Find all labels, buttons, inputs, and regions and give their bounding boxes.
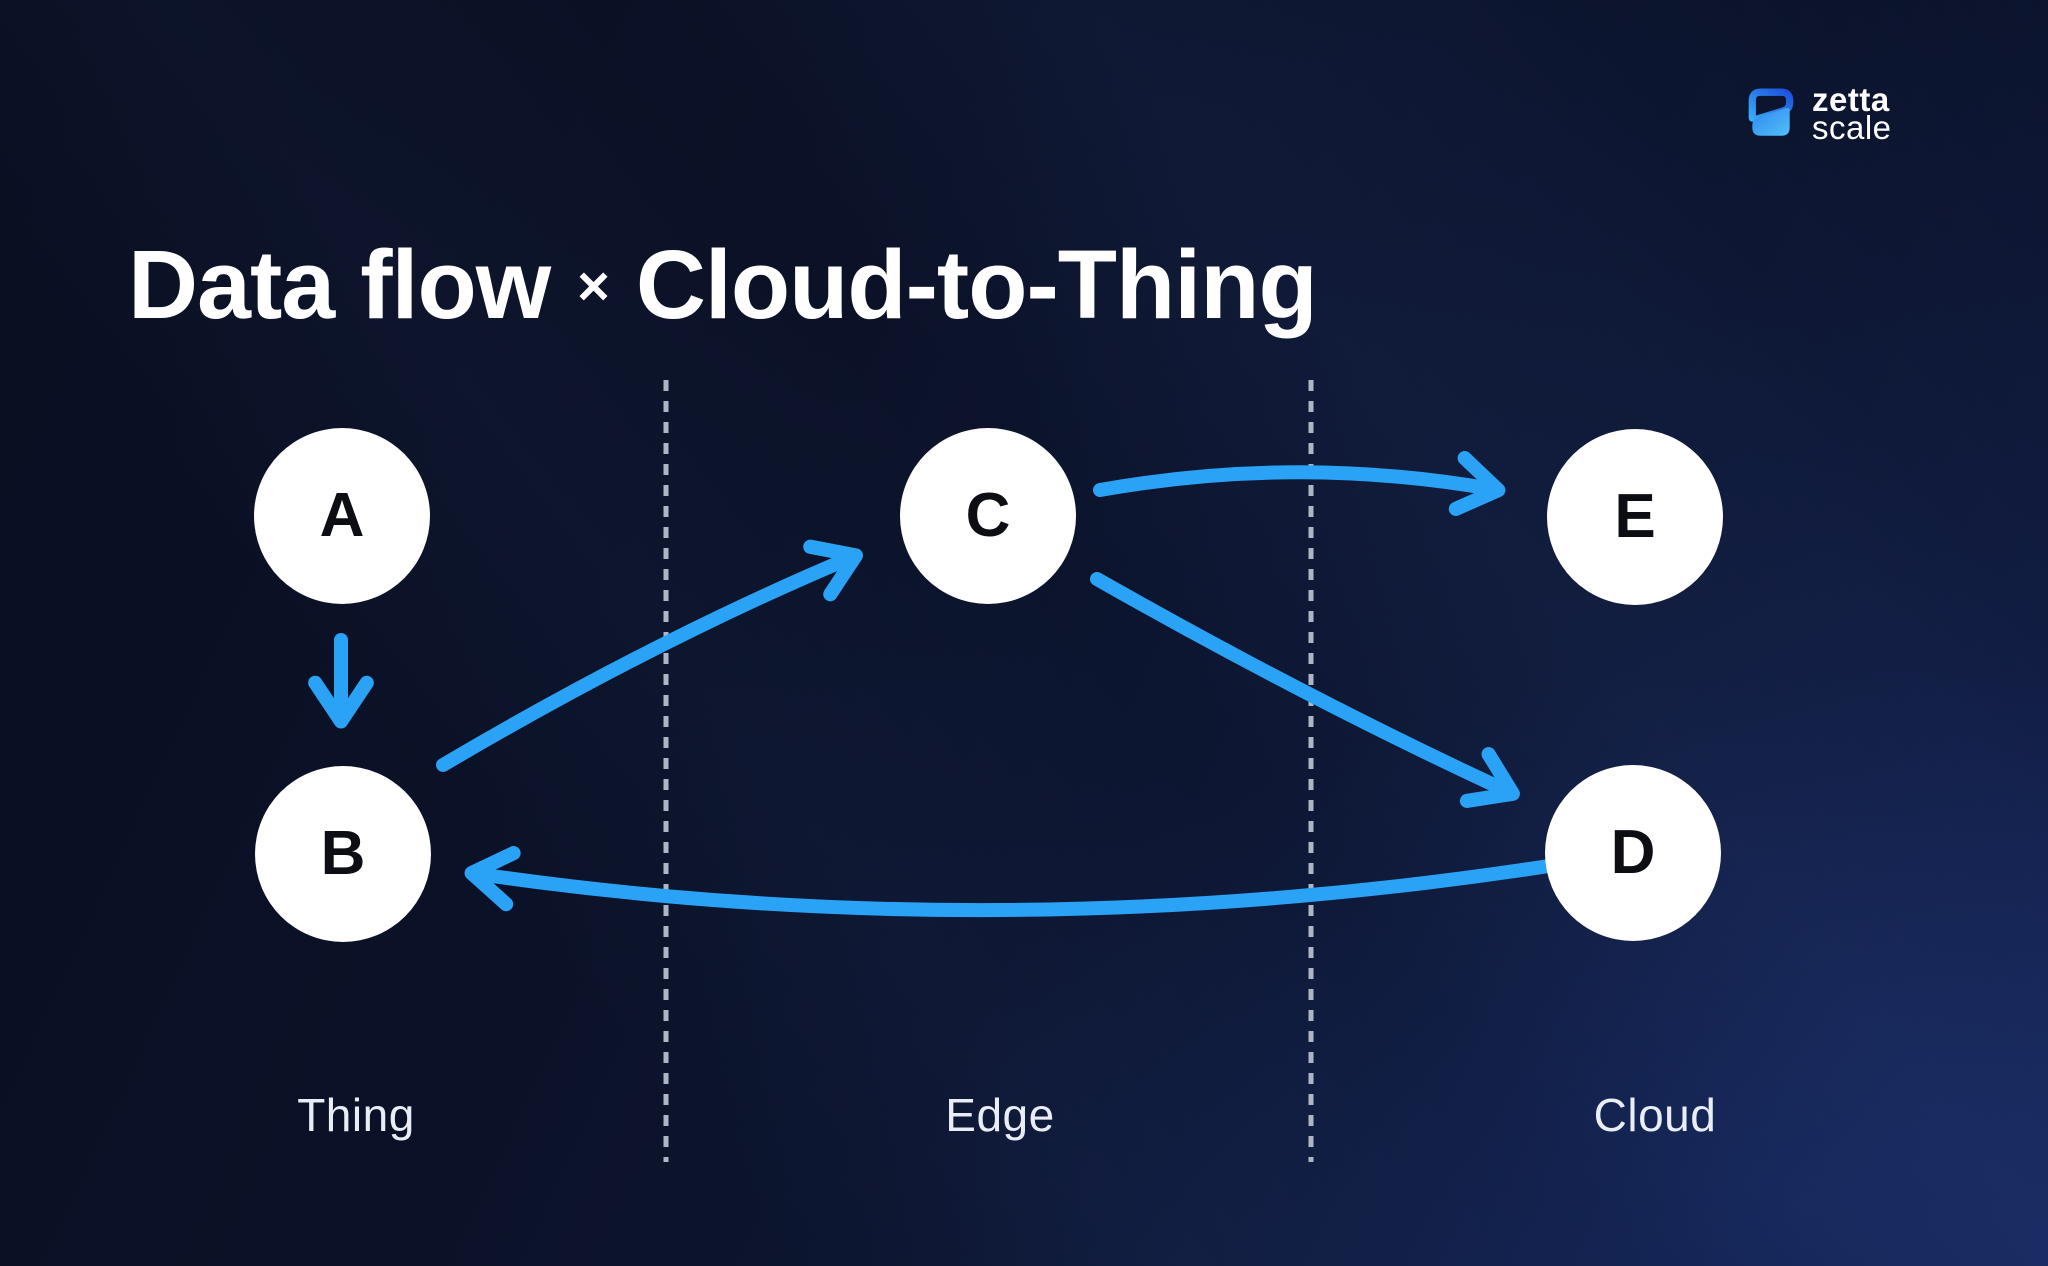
node-a-label: A xyxy=(319,481,365,550)
arrow-d-to-b xyxy=(464,846,1556,918)
zone-label-cloud: Cloud xyxy=(1593,1089,1717,1141)
zettascale-logo: zetta scale xyxy=(1744,81,1892,146)
arrow-c-to-e xyxy=(1093,451,1506,516)
node-c-label: C xyxy=(965,481,1011,550)
slide-title-part2: Cloud-to-Thing xyxy=(635,229,1318,339)
node-e-label: E xyxy=(1614,482,1656,551)
node-d-label: D xyxy=(1610,818,1656,887)
logo-wordmark: zetta scale xyxy=(1812,81,1892,146)
node-e: E xyxy=(1547,429,1723,605)
slide-title: Data flow × Cloud-to-Thing xyxy=(128,227,1318,343)
logo-bottom-shape xyxy=(1752,107,1790,136)
zone-label-thing: Thing xyxy=(297,1089,415,1141)
node-d: D xyxy=(1545,765,1721,941)
arrow-b-to-c xyxy=(436,539,864,772)
node-b: B xyxy=(255,766,431,942)
slide-title-part1: Data flow xyxy=(128,229,551,339)
zettascale-logo-icon xyxy=(1748,88,1794,136)
logo-word-zetta: zetta xyxy=(1812,81,1890,118)
arrow-c-to-d xyxy=(1090,572,1520,808)
slide-title-separator: × xyxy=(577,253,610,317)
node-a: A xyxy=(254,428,430,604)
logo-word-scale: scale xyxy=(1812,109,1892,146)
node-c: C xyxy=(900,428,1076,604)
node-b-label: B xyxy=(320,819,366,888)
zone-label-edge: Edge xyxy=(945,1089,1055,1141)
